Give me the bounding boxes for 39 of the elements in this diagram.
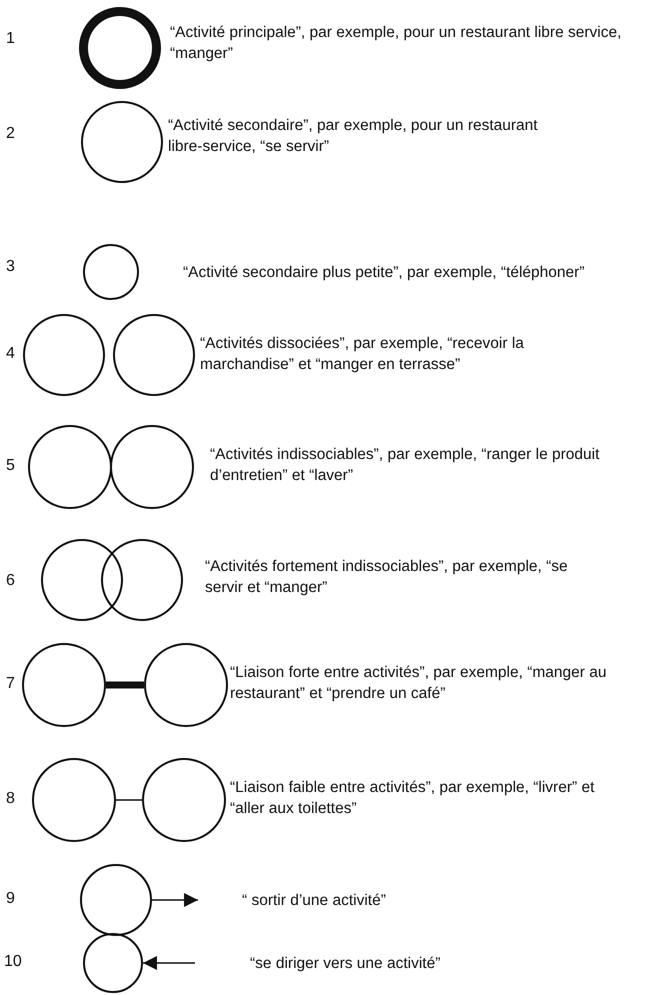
description-text: “Activité secondaire plus petite”, par exemple, “téléphoner” [183,263,586,283]
activity-circle [83,933,143,993]
row-number: 8 [6,790,15,808]
description-text: “Liaison forte entre activités”, par exemple, “manger au restaurant” et “prendre un café” [230,663,608,704]
activity-circle [79,7,161,89]
activity-circle [101,539,183,621]
row-number: 3 [6,258,15,276]
arrow [143,956,195,970]
description-text: “Activités fortement indissociables”, par exemple, “se servir et “manger” [205,557,569,598]
activity-circle [113,314,195,396]
activity-circle [23,314,105,396]
row-number: 7 [6,675,15,693]
row-number: 2 [6,125,15,143]
activity-circle [110,425,194,509]
row-number: 6 [6,572,15,590]
description-text: “Activité secondaire”, par exemple, pour un restaurant libre-service, “se servir” [168,116,539,157]
activity-circle [41,539,123,621]
row-number: 4 [6,345,15,363]
connector-line [106,682,144,688]
activity-circle [32,758,116,842]
description-text: “ sortir d’une activité” [242,891,386,911]
activity-circle [22,643,106,727]
activity-circle [144,643,228,727]
row-number: 5 [6,457,15,475]
activity-circle [83,244,139,300]
row-number: 9 [6,890,15,908]
activity-circle [28,425,112,509]
activity-circle [80,864,152,936]
description-text: “se diriger vers une activité” [250,954,440,974]
connector-line [116,799,142,801]
activity-circle [81,101,163,183]
arrow [152,893,198,907]
description-text: “Activités indissociables”, par exemple, “ranger le produit d’entretien” et “laver” [210,445,600,486]
description-text: “Activités dissociées”, par exemple, “recevoir la marchandise” et “manger en terrasse” [200,334,525,375]
description-text: “Liaison faible entre activités”, par exemple, “livrer” et “aller aux toilettes” [230,778,596,819]
row-number: 10 [4,953,22,971]
activity-circle [142,758,226,842]
row-number: 1 [6,30,15,48]
description-text: “Activité principale”, par exemple, pour un restaurant libre service, “manger” [170,23,622,64]
